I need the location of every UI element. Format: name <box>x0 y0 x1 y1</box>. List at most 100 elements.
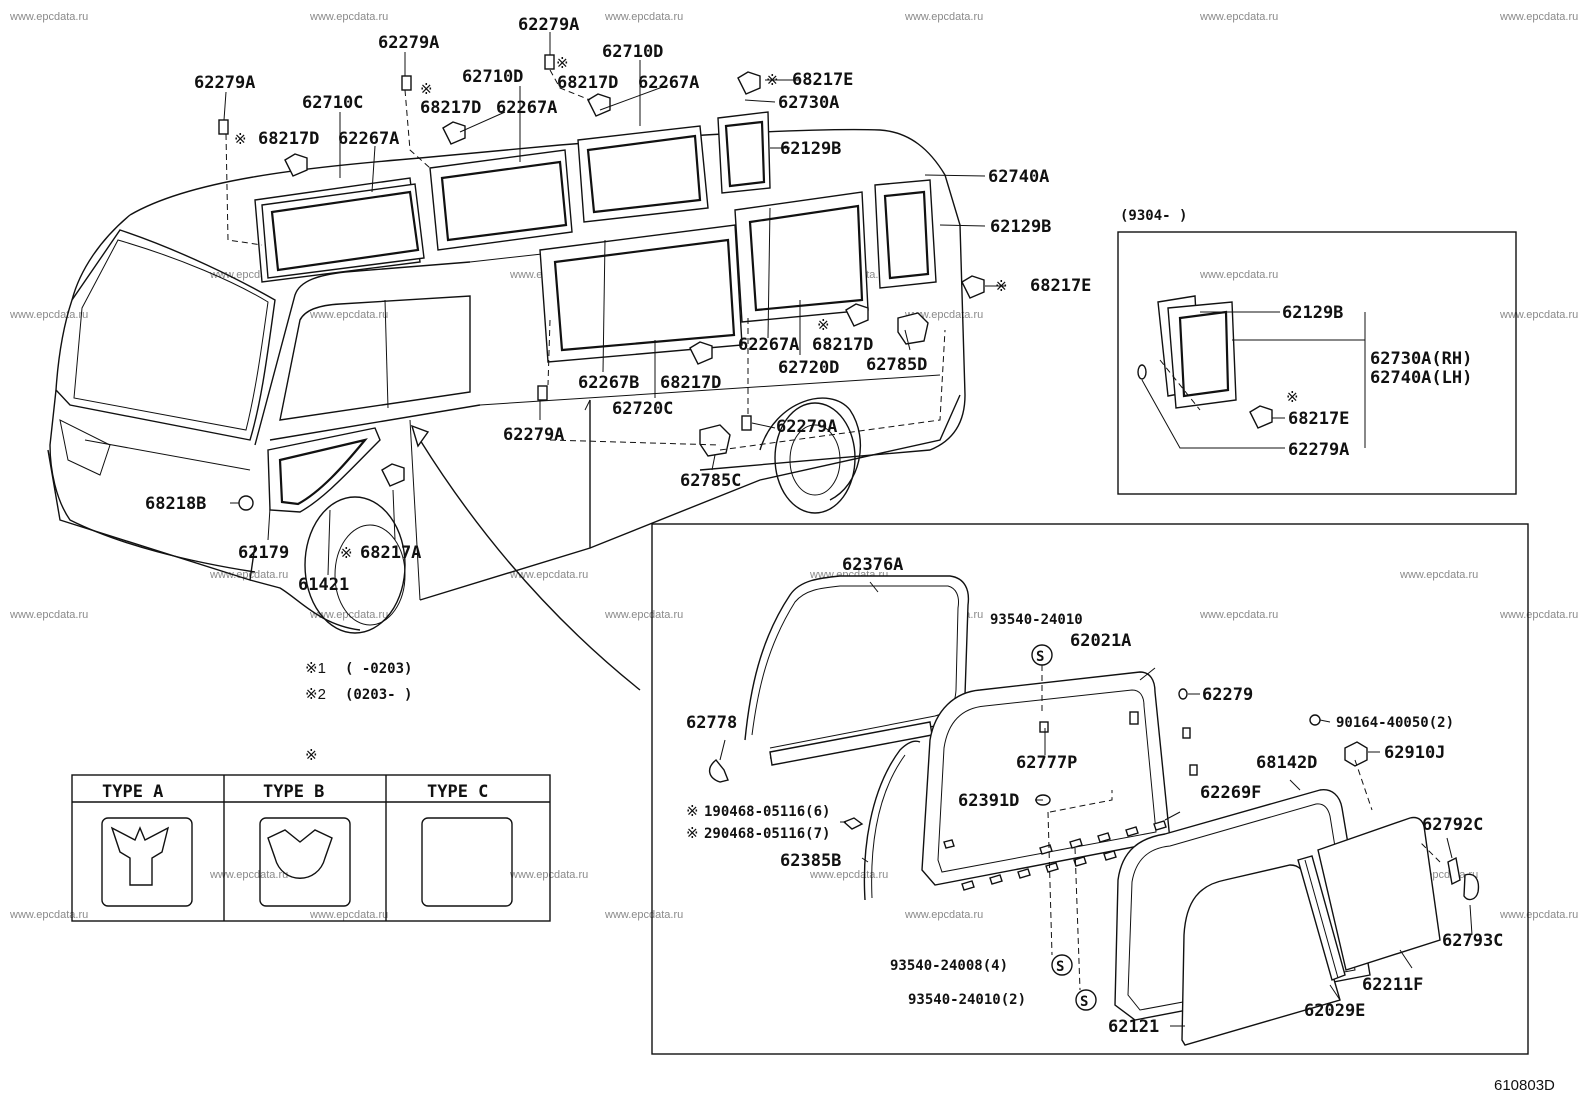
label-62792C: 62792C <box>1422 815 1483 835</box>
label-62267A: 62267A <box>496 98 557 118</box>
label-mark: ※ <box>686 825 699 842</box>
label-62391D: 62391D <box>958 791 1019 811</box>
label-68217E: 68217E <box>1288 409 1349 429</box>
label-68217E: 68217E <box>1030 276 1091 296</box>
label-mark: ※ <box>686 803 699 820</box>
label-62021A: 62021A <box>1070 631 1131 651</box>
label-62279A: 62279A <box>518 15 579 35</box>
label-62179: 62179 <box>238 543 289 563</box>
van-body <box>47 128 966 634</box>
label-62740A-LH: 62740A(LH) <box>1370 368 1472 388</box>
label-62129B: 62129B <box>1282 303 1343 323</box>
label-62279: 62279 <box>1202 685 1253 705</box>
watermark: www.epcdata.ru <box>309 309 388 321</box>
type-a-header: TYPE A <box>102 782 163 802</box>
label-93540-24010-2: 93540-24010(2) <box>908 992 1026 1008</box>
label-62121: 62121 <box>1108 1017 1159 1037</box>
label-68217D: 68217D <box>812 335 873 355</box>
type-table: TYPE A TYPE B TYPE C <box>71 774 551 922</box>
label-62710D: 62710D <box>462 67 523 87</box>
label-68217D: 68217D <box>660 373 721 393</box>
label-62740A: 62740A <box>988 167 1049 187</box>
label-62279A: 62279A <box>194 73 255 93</box>
label-62269F: 62269F <box>1200 783 1261 803</box>
label-mark: ※ <box>234 131 247 148</box>
note-2-range: (0203- ) <box>345 687 412 703</box>
watermark: www.epcdata.ru <box>509 569 588 581</box>
label-62211F: 62211F <box>1362 975 1423 995</box>
label-62785C: 62785C <box>680 471 741 491</box>
label-mark: ※ <box>420 81 433 98</box>
label-mark: ※ <box>817 317 830 334</box>
label-90468-05116-6: 190468-05116(6) <box>704 804 830 820</box>
watermark: www.epcdata.ru <box>604 609 683 621</box>
svg-text:S: S <box>1080 994 1088 1010</box>
svg-text:S: S <box>1056 959 1064 975</box>
label-62910J: 62910J <box>1384 743 1445 763</box>
watermark: www.epcdata.ru <box>1399 569 1478 581</box>
label-62129B: 62129B <box>990 217 1051 237</box>
detail-box: S S S <box>651 523 1529 1055</box>
label-68217D: 68217D <box>420 98 481 118</box>
label-62777P: 62777P <box>1016 753 1077 773</box>
note-1-mark: ※1 <box>305 660 326 677</box>
watermark: www.epcdata.ru <box>9 309 88 321</box>
label-mark: ※ <box>995 278 1008 295</box>
detail-arrow <box>410 424 641 691</box>
label-68218B: 68218B <box>145 494 206 514</box>
label-62785D: 62785D <box>866 355 927 375</box>
leaders-top <box>223 32 1005 287</box>
label-62129B: 62129B <box>780 139 841 159</box>
label-62793C: 62793C <box>1442 931 1503 951</box>
watermark: www.epcdata.ru <box>209 569 288 581</box>
label-mark: ※ <box>766 72 779 89</box>
watermark: www.epcdata.ru <box>1199 609 1278 621</box>
notes: ※1 ( -0203) ※2 (0203- ) ※ <box>305 660 412 764</box>
label-62029E: 62029E <box>1304 1001 1365 1021</box>
label-62778: 62778 <box>686 713 737 733</box>
type-table-note-mark: ※ <box>305 747 318 764</box>
watermark: www.epcdata.ru <box>604 909 683 921</box>
roof-windows <box>254 111 937 513</box>
inset-9304 <box>1117 231 1517 495</box>
watermark: www.epcdata.ru <box>209 869 288 881</box>
type-b-clip <box>259 817 351 907</box>
label-62710C: 62710C <box>302 93 363 113</box>
label-62267A: 62267A <box>638 73 699 93</box>
label-mark: ※ <box>556 55 569 72</box>
type-b-header: TYPE B <box>263 782 324 802</box>
label-62279A: 62279A <box>503 425 564 445</box>
watermark: www.epcdata.ru <box>9 909 88 921</box>
label-62267A: 62267A <box>338 129 399 149</box>
watermark: www.epcdata.ru <box>904 909 983 921</box>
label-61421: 61421 <box>298 575 349 595</box>
label-62376A: 62376A <box>842 555 903 575</box>
note-1-range: ( -0203) <box>345 661 412 677</box>
label-62385B: 62385B <box>780 851 841 871</box>
watermark: www.epcdata.ru <box>604 11 683 23</box>
label-68217A: 68217A <box>360 543 421 563</box>
watermark: www.epcdata.ru <box>1499 909 1578 921</box>
inset-title: (9304- ) <box>1120 208 1187 224</box>
label-62720C: 62720C <box>612 399 673 419</box>
label-62730A-RH: 62730A(RH) <box>1370 349 1472 369</box>
watermark: www.epcdata.ru <box>809 869 888 881</box>
label-62730A: 62730A <box>778 93 839 113</box>
note-2-mark: ※2 <box>305 686 326 703</box>
label-62710D: 62710D <box>602 42 663 62</box>
type-a-clip <box>101 817 193 907</box>
diagram-code: 610803D <box>1494 1077 1555 1094</box>
label-90164-40050: 90164-40050(2) <box>1336 715 1454 731</box>
svg-text:S: S <box>1036 649 1044 665</box>
watermark: www.epcdata.ru <box>1199 11 1278 23</box>
watermark: www.epcdata.ru <box>309 909 388 921</box>
label-68217D: 68217D <box>258 129 319 149</box>
label-62279A: 62279A <box>378 33 439 53</box>
label-62279A: 62279A <box>1288 440 1349 460</box>
label-93540-24010: 93540-24010 <box>990 612 1083 628</box>
watermark: www.epcdata.ru <box>509 869 588 881</box>
label-68217D: 68217D <box>557 73 618 93</box>
watermark: www.epcdata.ru <box>309 11 388 23</box>
